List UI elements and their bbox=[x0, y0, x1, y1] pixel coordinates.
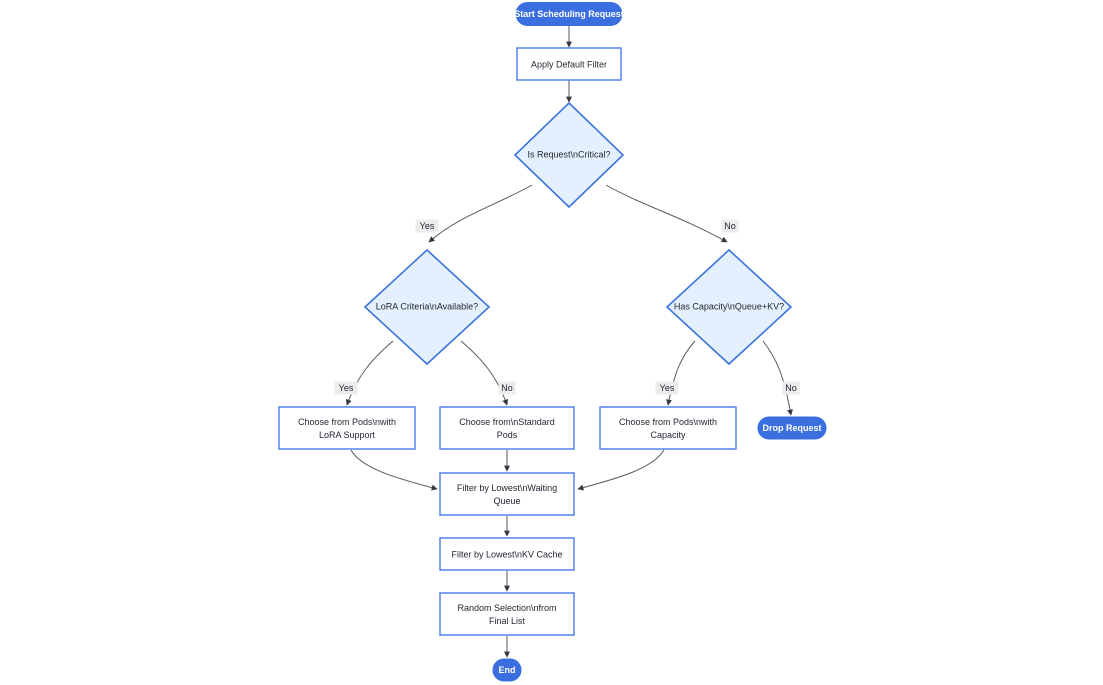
node-label: LoRA Criteria\nAvailable? bbox=[376, 301, 478, 311]
edge-is_critical-to-has_capacity bbox=[605, 184, 728, 243]
process-shape bbox=[516, 47, 622, 81]
edge-has_capacity-to-choose_capacity bbox=[666, 340, 696, 406]
node-label-line: Random Selection\nfrom bbox=[457, 603, 556, 613]
node-label-line: Choose from Pods\nwith bbox=[298, 417, 396, 427]
edge-label-background bbox=[655, 381, 679, 395]
node-start[interactable]: Start Scheduling Request bbox=[514, 2, 624, 26]
edge-label-is_critical-no: No bbox=[721, 219, 739, 233]
edge-label-text: Yes bbox=[660, 383, 675, 393]
edges-layer bbox=[345, 26, 793, 658]
decision-shape bbox=[513, 101, 625, 209]
node-label: Drop Request bbox=[762, 423, 821, 433]
process-shape bbox=[439, 537, 575, 571]
edge-label-background bbox=[498, 381, 516, 395]
edge-choose_capacity-to-filter_queue bbox=[577, 449, 665, 491]
node-label-line: Capacity bbox=[650, 430, 686, 440]
node-label-line: Apply Default Filter bbox=[531, 60, 607, 70]
edge-has_capacity-to-drop_request bbox=[762, 340, 793, 416]
node-label-line: Filter by Lowest\nKV Cache bbox=[451, 550, 562, 560]
node-lora_criteria[interactable]: LoRA Criteria\nAvailable? bbox=[363, 248, 491, 366]
node-label-line: LoRA Support bbox=[319, 430, 376, 440]
node-is_critical[interactable]: Is Request\nCritical? bbox=[513, 101, 625, 209]
edge-label-lora_criteria-no: No bbox=[498, 381, 516, 395]
node-label: Has Capacity\nQueue+KV? bbox=[674, 301, 784, 311]
node-label-line: Queue bbox=[493, 496, 520, 506]
node-drop_request[interactable]: Drop Request bbox=[757, 416, 827, 440]
terminator-shape bbox=[492, 658, 522, 682]
edge-label-text: No bbox=[501, 383, 513, 393]
process-shape bbox=[439, 472, 575, 516]
edge-label-background bbox=[334, 381, 358, 395]
edge-lora_criteria-to-choose_lora bbox=[345, 340, 394, 406]
decision-shape bbox=[363, 248, 491, 366]
edge-label-background bbox=[415, 219, 439, 233]
edge-lora_criteria-to-choose_standard bbox=[460, 340, 509, 406]
node-label-line: Choose from Pods\nwith bbox=[619, 417, 717, 427]
node-end[interactable]: End bbox=[492, 658, 522, 682]
edge-label-has_capacity-no: No bbox=[782, 381, 800, 395]
process-shape bbox=[278, 406, 416, 450]
edge-label-is_critical-yes: Yes bbox=[415, 219, 439, 233]
terminator-shape bbox=[757, 416, 827, 440]
node-label-line: Pods bbox=[497, 430, 518, 440]
node-label-line: Filter by Lowest\nWaiting bbox=[457, 483, 557, 493]
node-label: Start Scheduling Request bbox=[514, 9, 624, 19]
edge-label-has_capacity-yes: Yes bbox=[655, 381, 679, 395]
edge-choose_lora-to-filter_queue bbox=[350, 449, 438, 491]
node-filter_kv[interactable]: Filter by Lowest\nKV Cache bbox=[439, 537, 575, 571]
terminator-shape bbox=[515, 2, 623, 26]
process-shape bbox=[599, 406, 737, 450]
node-label: Is Request\nCritical? bbox=[527, 149, 610, 159]
node-label-line: Choose from\nStandard bbox=[459, 417, 555, 427]
edge-is_critical-to-lora_criteria bbox=[428, 184, 533, 243]
edge-label-lora_criteria-yes: Yes bbox=[334, 381, 358, 395]
process-shape bbox=[439, 406, 575, 450]
process-shape bbox=[439, 592, 575, 636]
decision-shape bbox=[665, 248, 793, 366]
edge-label-background bbox=[782, 381, 800, 395]
node-apply_filter[interactable]: Apply Default Filter bbox=[516, 47, 622, 81]
edge-label-background bbox=[721, 219, 739, 233]
edge-label-text: No bbox=[724, 221, 736, 231]
edge-label-text: Yes bbox=[339, 383, 354, 393]
node-label: End bbox=[499, 665, 516, 675]
edge-label-text: No bbox=[785, 383, 797, 393]
node-label-line: Final List bbox=[489, 616, 526, 626]
edge-label-text: Yes bbox=[420, 221, 435, 231]
node-has_capacity[interactable]: Has Capacity\nQueue+KV? bbox=[665, 248, 793, 366]
